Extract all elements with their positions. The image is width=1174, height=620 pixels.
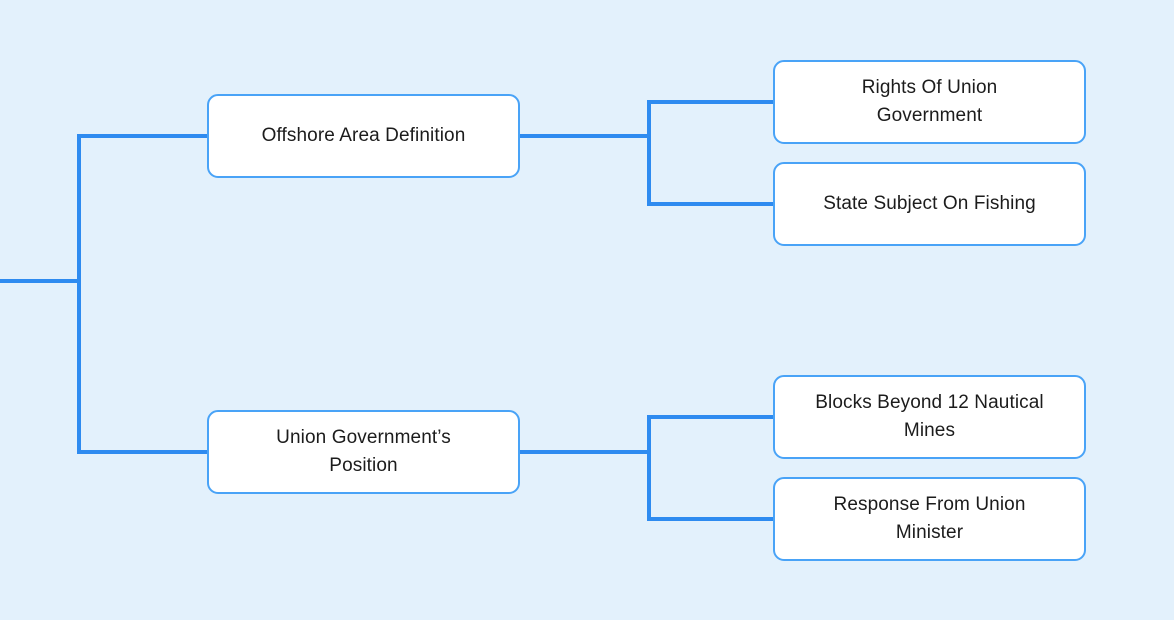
node-label: Rights Of Union Government [861,77,998,126]
node-rights-of-union-government[interactable]: Rights Of Union Government [773,60,1086,144]
node-blocks-beyond-12-nautical-mines[interactable]: Blocks Beyond 12 Nautical Mines [773,375,1086,459]
node-offshore-area-definition[interactable]: Offshore Area Definition [207,94,520,178]
node-label: Response From Union Minister [833,494,1026,543]
node-response-from-union-minister[interactable]: Response From Union Minister [773,477,1086,561]
node-label: Offshore Area Definition [261,125,466,146]
node-label: Union Government’s Position [276,427,451,476]
node-state-subject-on-fishing[interactable]: State Subject On Fishing [773,162,1086,246]
node-union-governments-position[interactable]: Union Government’s Position [207,410,520,494]
node-label: State Subject On Fishing [823,193,1036,214]
node-label: Blocks Beyond 12 Nautical Mines [815,392,1044,441]
